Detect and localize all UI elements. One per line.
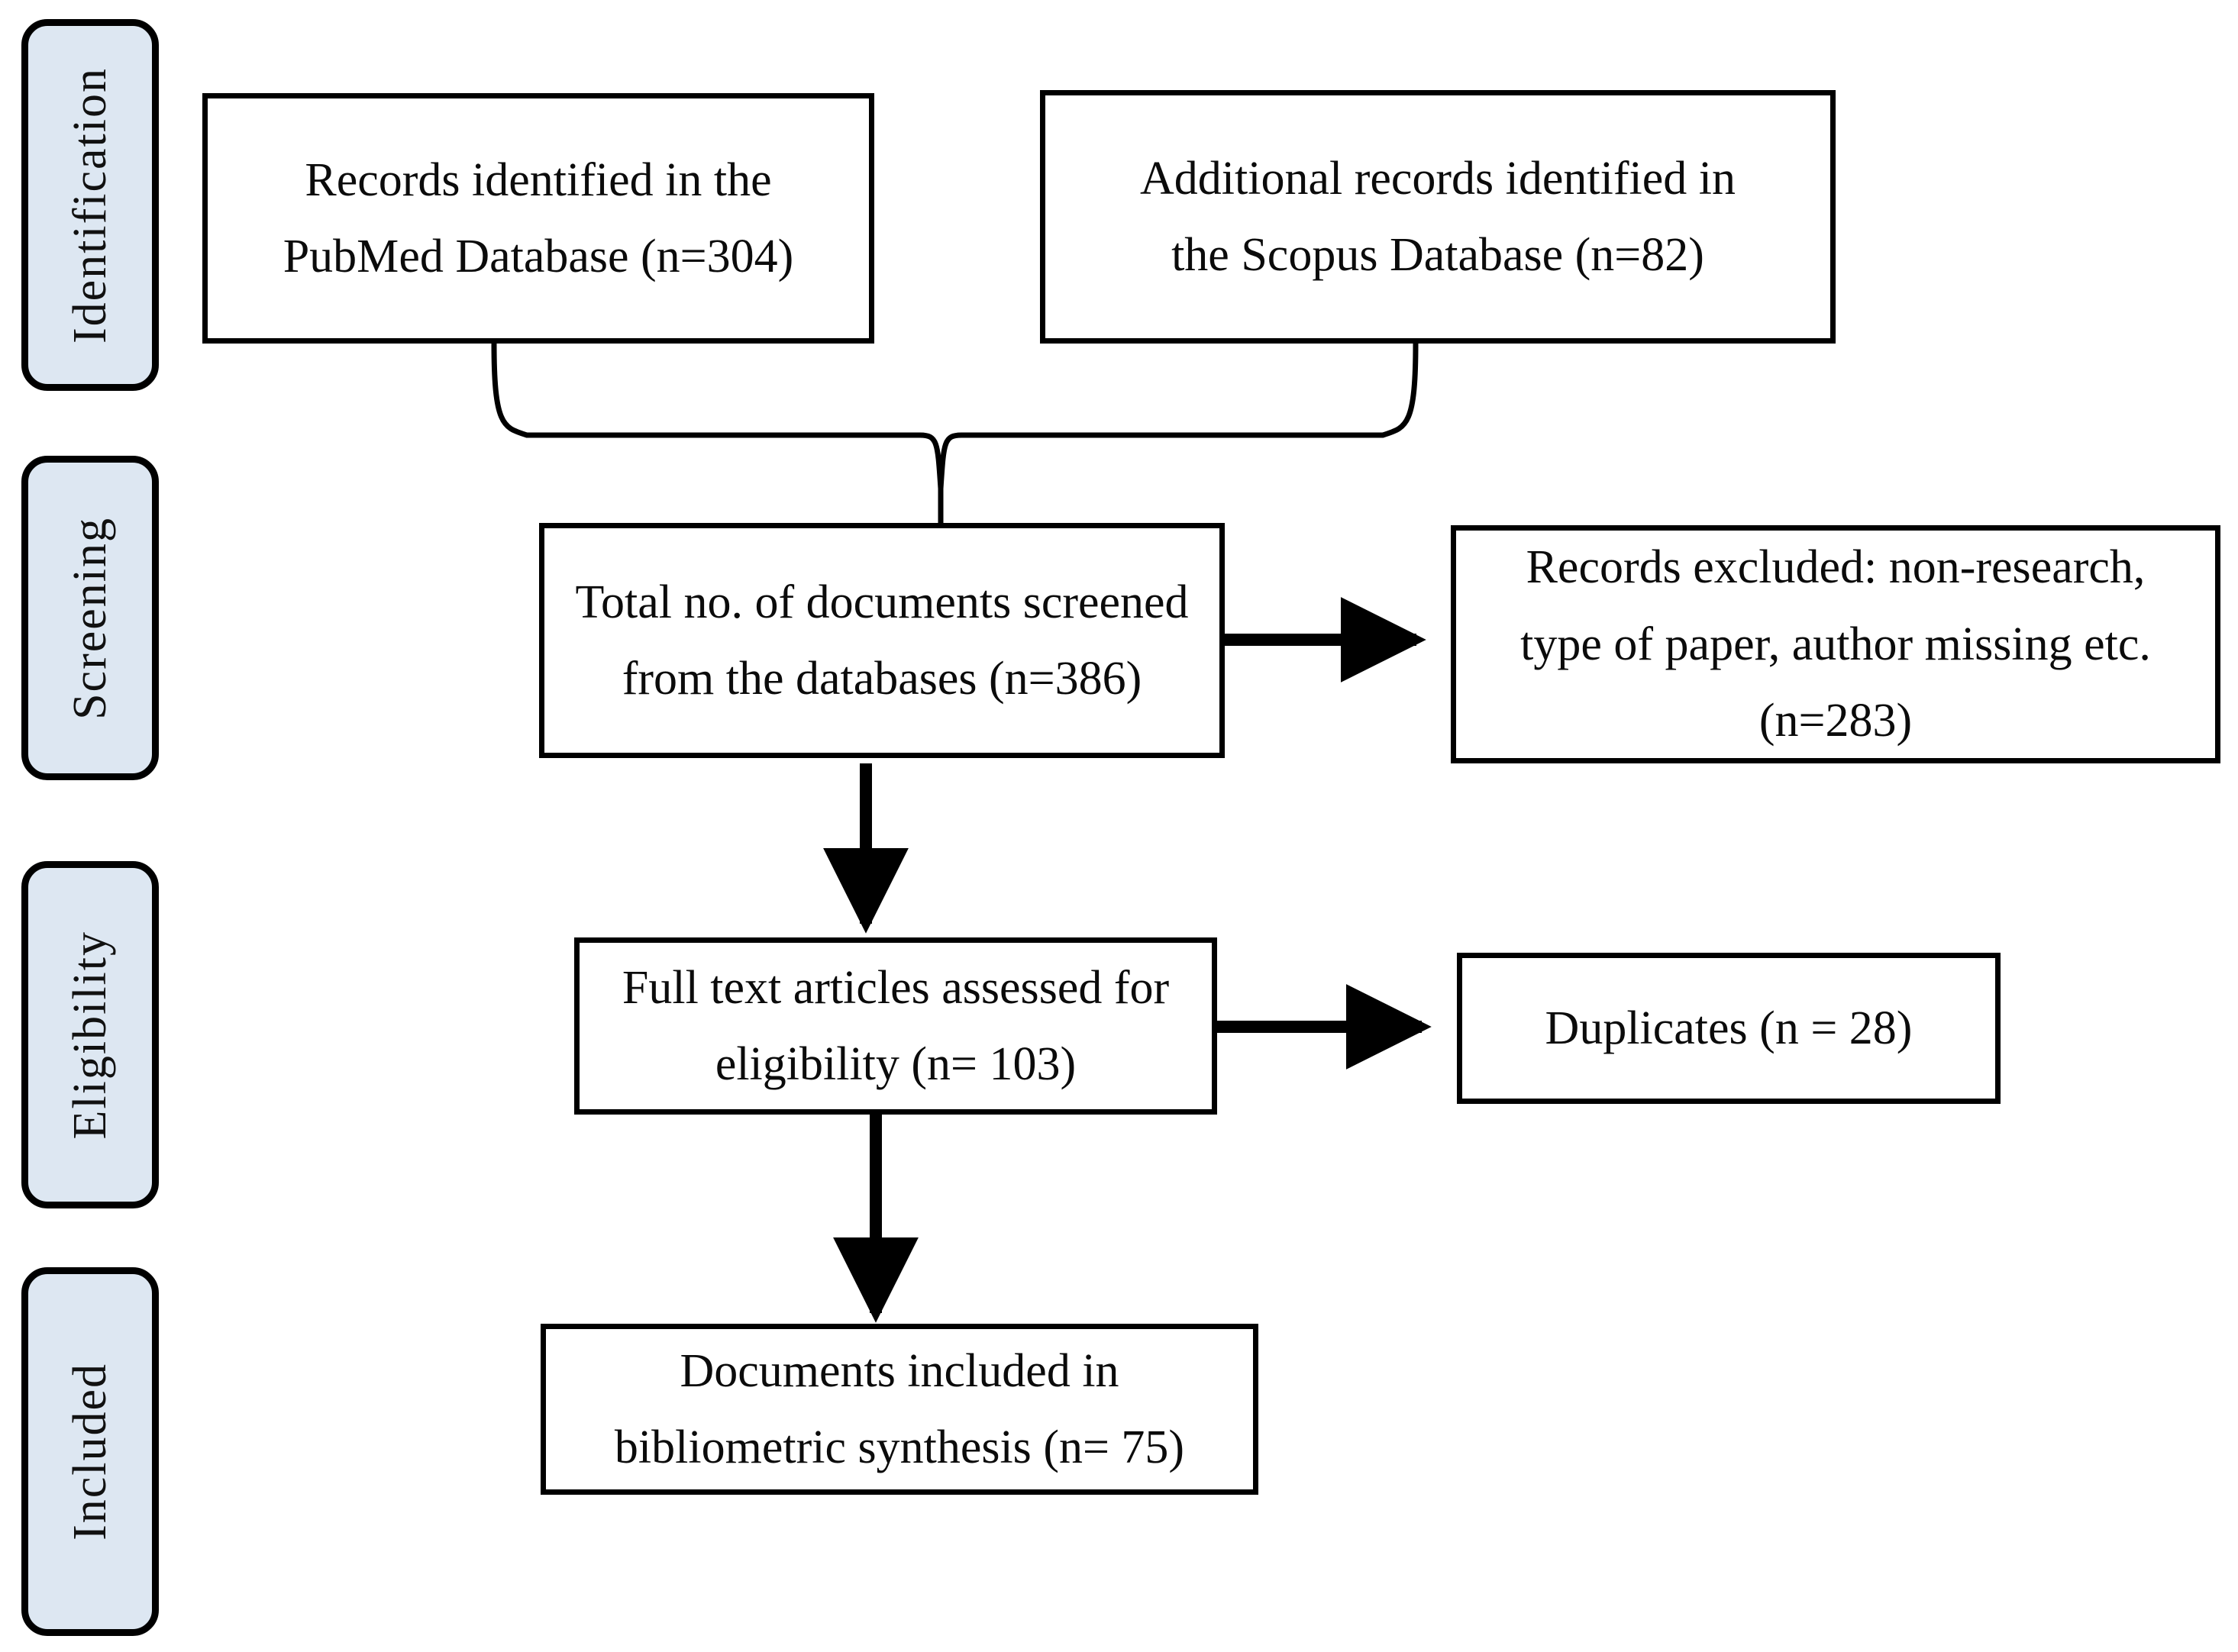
curly-brace-connector: [491, 343, 1419, 492]
box-fulltext-assessed-line2: eligibility (n= 103): [715, 1038, 1077, 1090]
box-fulltext-assessed: Full text articles assessed for eligibil…: [574, 937, 1217, 1115]
stage-label-eligibility: Eligibility: [64, 930, 116, 1140]
box-documents-screened-line1: Total no. of documents screened: [575, 576, 1189, 628]
box-documents-included-line1: Documents included in: [680, 1344, 1119, 1397]
box-records-scopus: Additional records identified in the Sco…: [1040, 90, 1836, 344]
box-fulltext-assessed-line1: Full text articles assessed for: [622, 961, 1170, 1014]
box-records-excluded-line1: Records excluded: non-research,: [1526, 541, 2146, 594]
box-records-scopus-line1: Additional records identified in: [1140, 152, 1736, 205]
box-documents-included: Documents included in bibliometric synth…: [541, 1324, 1258, 1495]
box-records-pubmed-line1: Records identified in the: [305, 153, 772, 206]
stage-label-screening: Screening: [64, 516, 116, 720]
stage-pill-eligibility: Eligibility: [21, 861, 159, 1208]
box-duplicates: Duplicates (n = 28): [1457, 953, 2001, 1104]
box-records-excluded-line3: (n=283): [1758, 695, 1913, 747]
stage-pill-identification: Identification: [21, 19, 159, 391]
box-records-excluded: Records excluded: non-research, type of …: [1451, 525, 2220, 763]
box-documents-screened-line2: from the databases (n=386): [622, 653, 1142, 705]
stage-label-identification: Identification: [64, 66, 116, 344]
stage-pill-screening: Screening: [21, 456, 159, 780]
box-documents-included-line2: bibliometric synthesis (n= 75): [614, 1421, 1185, 1473]
box-records-scopus-line2: the Scopus Database (n=82): [1171, 229, 1704, 281]
box-duplicates-line1: Duplicates (n = 28): [1545, 1002, 1913, 1054]
box-records-excluded-line2: type of paper, author missing etc.: [1520, 618, 2151, 670]
box-records-pubmed: Records identified in the PubMed Databas…: [202, 93, 874, 344]
box-documents-screened: Total no. of documents screened from the…: [539, 523, 1225, 758]
stage-pill-included: Included: [21, 1267, 159, 1636]
stage-label-included: Included: [64, 1363, 116, 1541]
box-records-pubmed-line2: PubMed Database (n=304): [283, 231, 794, 282]
